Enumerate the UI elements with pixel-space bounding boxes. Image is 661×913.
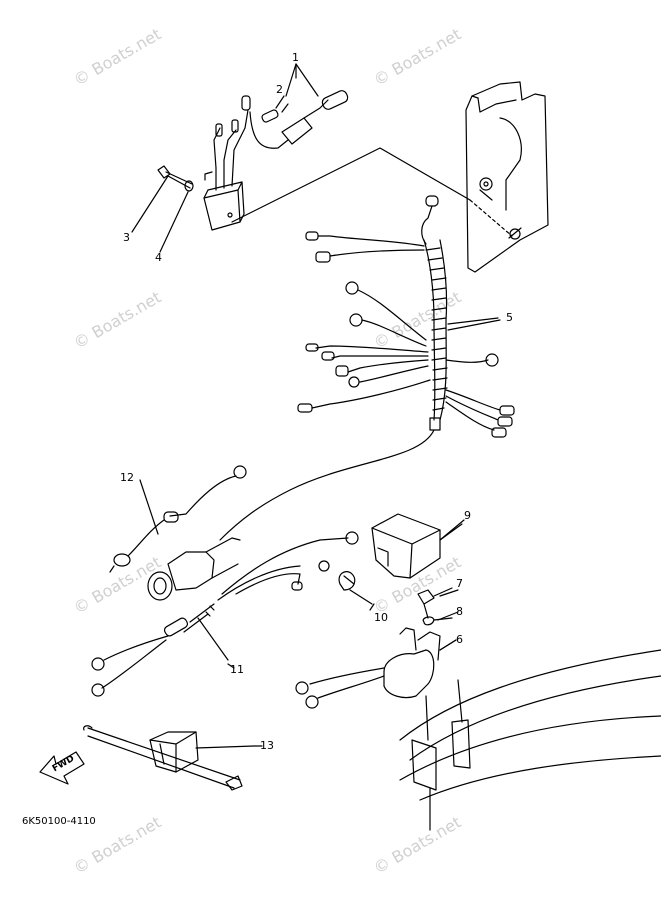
- callout-2: 2: [276, 83, 283, 96]
- callout-13: 13: [260, 739, 274, 752]
- starter-relay: [295, 627, 457, 741]
- bracket-plate: [465, 81, 549, 273]
- fuse-holder: [249, 63, 349, 149]
- callout-8: 8: [456, 605, 463, 618]
- bolt-and-washer: [131, 165, 194, 253]
- callout-12: 12: [120, 471, 134, 484]
- callout-7: 7: [456, 577, 463, 590]
- callout-10: 10: [374, 611, 388, 624]
- callout-3: 3: [123, 231, 130, 244]
- switch-socket: [147, 537, 241, 601]
- part-number: 6K50100-4110: [22, 816, 96, 827]
- relay-cover: [371, 513, 463, 579]
- module-box: [203, 95, 251, 231]
- callout-6: 6: [456, 633, 463, 646]
- callout-leaders: [227, 103, 501, 747]
- dashed-leader: [469, 199, 513, 237]
- callout-11: 11: [230, 663, 244, 676]
- leader-line: [231, 147, 471, 223]
- callout-1: 1: [292, 51, 299, 64]
- fwd-arrow-icon: [39, 751, 85, 785]
- cable-tie: [83, 725, 255, 791]
- lead-12: [109, 465, 247, 573]
- hull-outline: [399, 649, 661, 831]
- bolt-7: [417, 587, 453, 626]
- clip-10: [338, 571, 373, 605]
- wire-harness: [219, 195, 515, 541]
- callout-9: 9: [464, 509, 471, 522]
- callout-4: 4: [155, 251, 162, 264]
- lead-11: [91, 531, 359, 697]
- callout-5: 5: [506, 311, 513, 324]
